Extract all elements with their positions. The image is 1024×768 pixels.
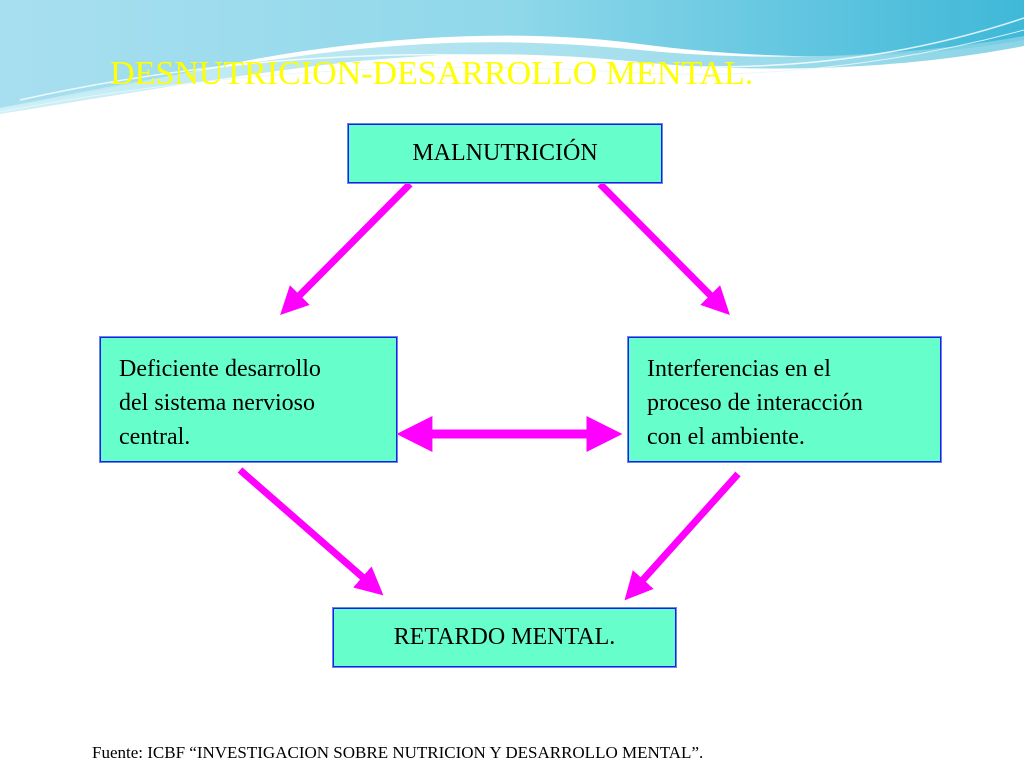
interaction-line-2: proceso de interacción bbox=[647, 390, 863, 416]
nervous-system-line-2: del sistema nervioso bbox=[119, 390, 315, 416]
nervous-system-box: Deficiente desarrollo del sistema nervio… bbox=[99, 336, 398, 463]
mental-retardation-box: RETARDO MENTAL. bbox=[332, 607, 677, 668]
arrow-interaction-to-mental-retardation bbox=[624, 471, 741, 601]
mental-retardation-label: RETARDO MENTAL. bbox=[393, 624, 616, 650]
interaction-line-1: Interferencias en el bbox=[647, 356, 831, 382]
malnutrition-box: MALNUTRICIÓN bbox=[347, 123, 663, 184]
interaction-line-3: con el ambiente. bbox=[647, 424, 805, 450]
arrow-malnutrition-to-interaction bbox=[597, 181, 730, 315]
malnutrition-label: MALNUTRICIÓN bbox=[412, 140, 598, 166]
arrow-nervous-system-to-mental-retardation bbox=[237, 467, 384, 596]
header-wave-decoration bbox=[0, 0, 1024, 114]
slide-title: DESNUTRICION-DESARROLLO MENTAL. bbox=[110, 55, 754, 92]
arrow-malnutrition-to-nervous-system bbox=[280, 181, 413, 315]
nervous-system-line-3: central. bbox=[119, 424, 191, 450]
nervous-system-line-1: Deficiente desarrollo bbox=[119, 356, 321, 382]
source-citation: Fuente: ICBF “INVESTIGACION SOBRE NUTRIC… bbox=[92, 743, 704, 762]
environment-interaction-box: Interferencias en el proceso de interacc… bbox=[627, 336, 942, 463]
